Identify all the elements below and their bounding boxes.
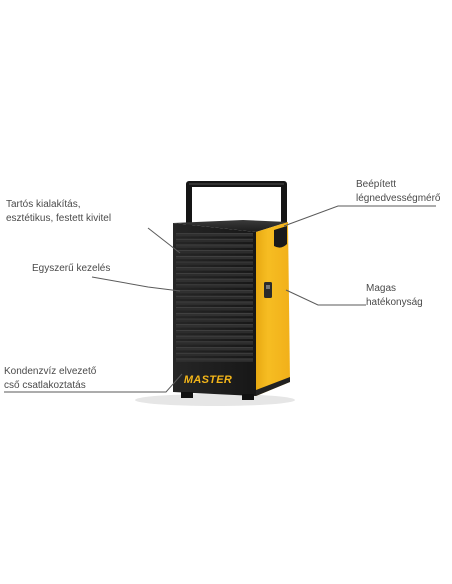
- leader-line-drain: [4, 373, 183, 393]
- control-panel: [264, 282, 272, 298]
- hygrometer-recess: [274, 226, 287, 248]
- grill-louver: [176, 324, 253, 328]
- brand-logo: MASTER: [184, 374, 232, 386]
- leader-line-easy: [91, 276, 181, 292]
- callout-drain-line-1: Kondenzvíz elvezető: [4, 366, 97, 377]
- callout-efficiency-line-1: Magas: [366, 283, 397, 294]
- callout-hygrometer-line-2: légnedvességmérő: [356, 193, 441, 204]
- callout-drain-line-2: cső csatlakoztatás: [4, 380, 86, 391]
- grill-louver: [176, 318, 253, 322]
- grill-louver: [176, 301, 253, 305]
- grill-louver: [176, 352, 253, 357]
- grill-louver: [176, 238, 253, 243]
- callout-hygrometer-line-1: Beépített: [356, 179, 397, 190]
- grill-louver: [176, 295, 253, 300]
- grill-louver: [176, 255, 253, 260]
- callout-durable-line-1: Tartós kialakítás,: [6, 199, 81, 210]
- side-panel: [256, 222, 290, 396]
- callout-durable-line-2: esztétikus, festett kivitel: [6, 213, 112, 224]
- top-panel: [173, 220, 288, 232]
- callout-easy: Egyszerű kezelés: [32, 262, 110, 276]
- callout-efficiency: Magas hatékonyság: [366, 282, 423, 310]
- grill-louver: [176, 312, 253, 317]
- grill-louver: [176, 244, 253, 248]
- leader-line-durable: [147, 227, 181, 254]
- callout-efficiency-line-2: hatékonyság: [366, 297, 423, 308]
- carry-handle: [186, 181, 287, 227]
- callout-easy-line-1: Egyszerű kezelés: [32, 263, 111, 274]
- grill-louver: [176, 261, 253, 265]
- grill-louver: [176, 329, 253, 334]
- leader-line-hygrometer: [283, 205, 436, 227]
- callout-hygrometer: Beépített légnedvességmérő: [356, 178, 441, 206]
- grill-louver: [176, 233, 253, 237]
- grill-louver: [176, 272, 253, 277]
- grill-louver: [176, 250, 253, 254]
- grill-louver: [176, 335, 253, 339]
- grill-louver: [176, 341, 253, 345]
- callout-drain: Kondenzvíz elvezető cső csatlakoztatás: [4, 365, 96, 393]
- grill-louver: [176, 284, 253, 288]
- grill-louver: [176, 358, 253, 362]
- grill-louver: [176, 347, 253, 351]
- grill-louver: [176, 267, 253, 271]
- callout-durable: Tartós kialakítás, esztétikus, festett k…: [6, 198, 111, 226]
- grill-louver: [176, 307, 253, 311]
- front-right-foot: [242, 394, 254, 400]
- leader-lines: [4, 205, 436, 393]
- front-grill: [176, 233, 253, 362]
- floor-shadow: [135, 394, 295, 406]
- grill-louver: [176, 290, 253, 294]
- leader-line-efficiency: [285, 289, 366, 306]
- front-left-foot: [181, 392, 193, 398]
- grill-louver: [176, 278, 253, 282]
